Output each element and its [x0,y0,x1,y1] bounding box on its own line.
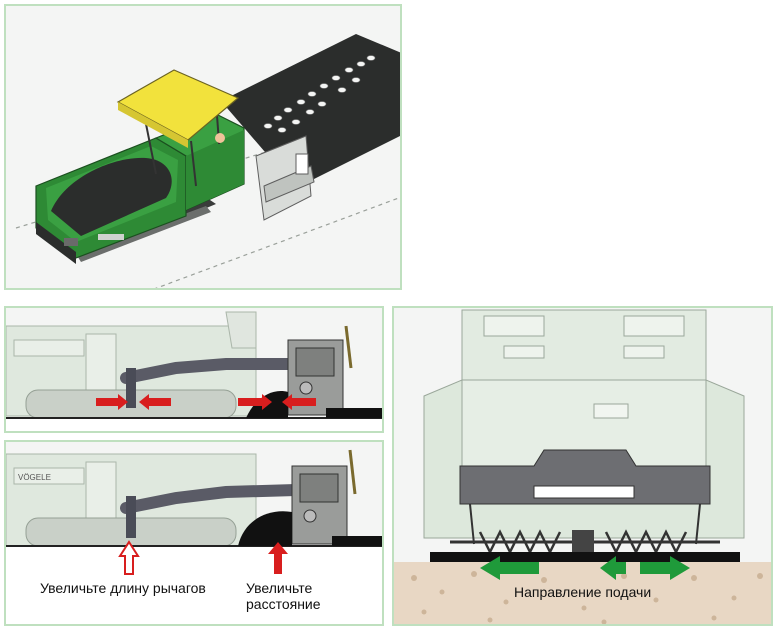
auger-rear-view-panel: Направление подачи [392,306,773,626]
auger-flights [478,529,688,555]
brand-logo-text: VÖGELE [18,473,51,482]
distance-label-line2: расстояние [246,596,321,612]
green-feed-arrows [480,556,690,580]
lever-detail-illustration-top [6,311,382,431]
red-inward-arrows-lever [96,394,171,410]
auger-beam [459,449,711,505]
hollow-up-arrow [118,540,140,575]
lever-length-label: Увеличьте длину рычагов [40,580,206,596]
filled-up-arrow [268,542,288,574]
lever-detail-illustration-bottom: VÖGELE [6,449,382,624]
paver-overview-illustration [15,34,400,288]
gravel-base [394,562,771,624]
feed-direction-label: Направление подачи [514,584,652,600]
distance-label-line1: Увеличьте [246,580,313,596]
auger-rear-view-illustration [394,309,771,624]
lever-detail-panel-bottom: VÖGELE Увеличьте длину рычагов Увеличьте… [4,440,384,626]
asphalt-spots [263,55,376,133]
lever-detail-panel-top [4,306,384,433]
paver-overview-panel [4,4,402,290]
red-inward-arrows-distance [238,394,316,410]
